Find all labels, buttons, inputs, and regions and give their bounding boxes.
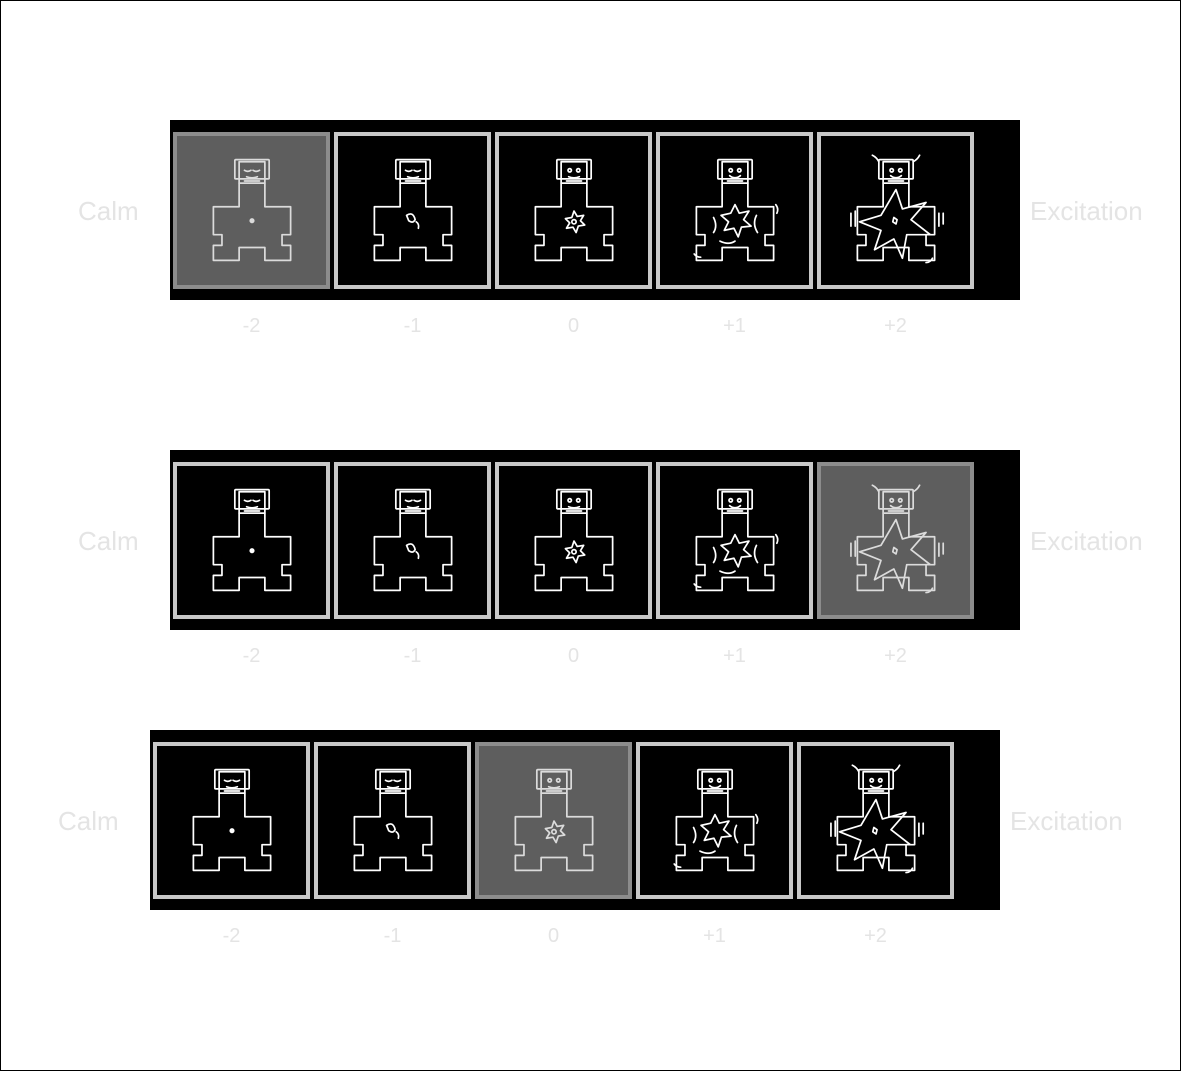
arousal-scale-2: Calm Excitation -2 -1 0 +1 +2 — [0, 330, 1181, 667]
scale-tick-label: +2 — [884, 645, 907, 667]
arousal-scale-1: Calm Excitation -2 -1 0 +1 +2 — [0, 0, 1181, 337]
rating-option-2[interactable] — [334, 461, 491, 619]
rating-option-1[interactable] — [153, 741, 310, 899]
excited-figure-icon — [817, 761, 935, 879]
slightly-calm-figure-icon — [354, 151, 472, 269]
slightly-calm-figure-icon — [334, 761, 452, 879]
scale-tick-label: +1 — [723, 645, 746, 667]
slightly-excited-figure-icon — [676, 151, 794, 269]
excited-figure-icon — [837, 481, 955, 599]
scale-tick-label: -2 — [242, 315, 261, 337]
scale-tick-label: -1 — [383, 925, 402, 947]
scale-tick-label: -1 — [403, 315, 422, 337]
calm-label: Calm — [78, 526, 139, 556]
calm-label: Calm — [78, 196, 139, 226]
scale-tick-label: +2 — [864, 925, 887, 947]
rating-option-2[interactable] — [334, 131, 491, 289]
calm-figure-icon — [173, 761, 291, 879]
scale-tick-label: -2 — [222, 925, 241, 947]
excitation-label: Excitation — [1010, 806, 1123, 836]
rating-option-4[interactable] — [656, 461, 813, 619]
neutral-figure-icon — [515, 481, 633, 599]
calm-label: Calm — [58, 806, 119, 836]
rating-option-3[interactable] — [475, 741, 632, 899]
rating-strip — [150, 730, 1000, 910]
rating-option-1[interactable] — [173, 461, 330, 619]
scale-tick-label: 0 — [567, 315, 580, 337]
arousal-scale-3: Calm Excitation -2 -1 0 +1 +2 — [0, 610, 1181, 947]
excitation-label: Excitation — [1030, 196, 1143, 226]
scale-tick-label: +1 — [703, 925, 726, 947]
rating-option-5[interactable] — [817, 461, 974, 619]
scale-tick-label: +2 — [884, 315, 907, 337]
rating-option-4[interactable] — [656, 131, 813, 289]
scale-tick-label: 0 — [567, 645, 580, 667]
rating-option-5[interactable] — [817, 131, 974, 289]
slightly-calm-figure-icon — [354, 481, 472, 599]
calm-figure-icon — [193, 151, 311, 269]
rating-option-1[interactable] — [173, 131, 330, 289]
rating-strip — [170, 120, 1020, 300]
slightly-excited-figure-icon — [656, 761, 774, 879]
slightly-excited-figure-icon — [676, 481, 794, 599]
calm-figure-icon — [193, 481, 311, 599]
rating-strip — [170, 450, 1020, 630]
scale-tick-label: -1 — [403, 645, 422, 667]
neutral-figure-icon — [495, 761, 613, 879]
scale-tick-label: 0 — [547, 925, 560, 947]
neutral-figure-icon — [515, 151, 633, 269]
excitation-label: Excitation — [1030, 526, 1143, 556]
rating-option-5[interactable] — [797, 741, 954, 899]
rating-option-4[interactable] — [636, 741, 793, 899]
rating-option-3[interactable] — [495, 131, 652, 289]
excited-figure-icon — [837, 151, 955, 269]
rating-option-2[interactable] — [314, 741, 471, 899]
rating-option-3[interactable] — [495, 461, 652, 619]
scale-tick-label: +1 — [723, 315, 746, 337]
scale-tick-label: -2 — [242, 645, 261, 667]
